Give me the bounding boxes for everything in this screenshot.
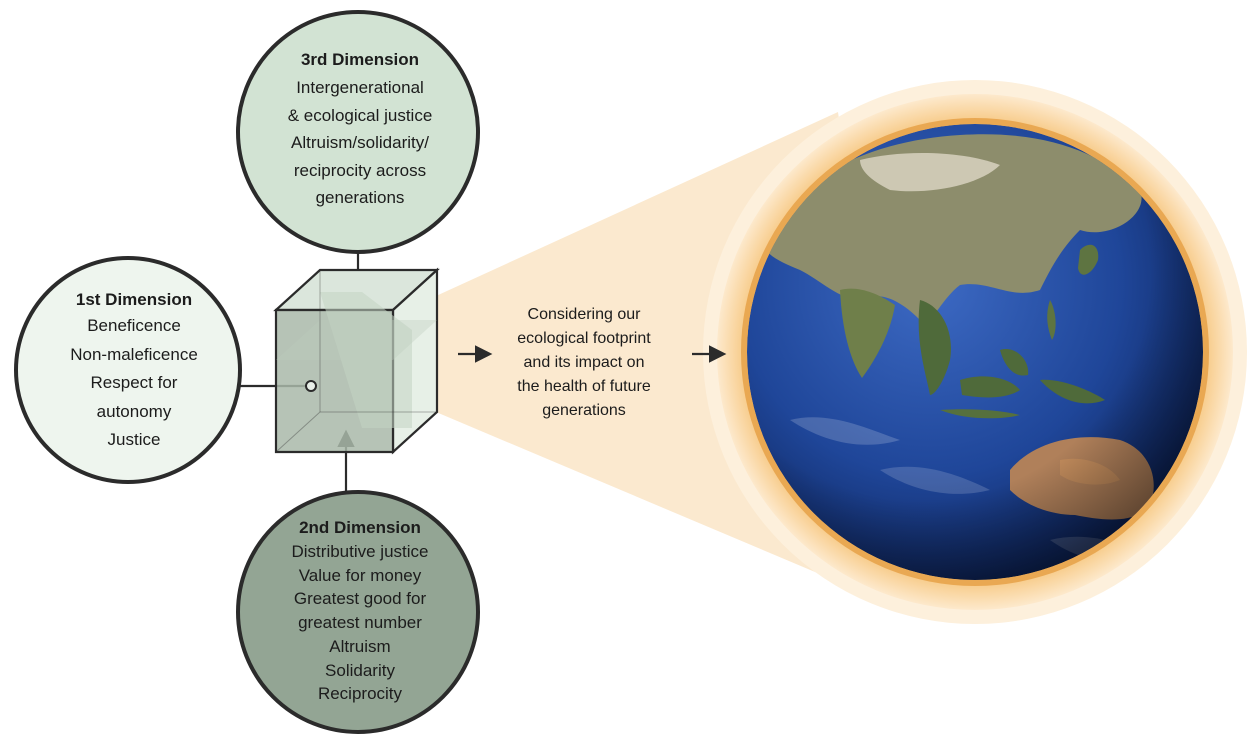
footprint-line: the health of future xyxy=(517,378,651,395)
dimension-first-line: Justice xyxy=(107,430,161,449)
cube-anchor-dot xyxy=(305,380,317,392)
dimension-third-line: Altruism/solidarity/ xyxy=(291,133,429,152)
dimension-second-line: Distributive justice xyxy=(291,542,429,561)
dimension-second-circle xyxy=(236,490,480,734)
dimension-second-line: Altruism xyxy=(329,636,391,656)
dimension-third-line: Intergenerational xyxy=(296,78,424,97)
ethics-cube xyxy=(273,267,440,455)
dimension-third-line: & ecological justice xyxy=(287,105,433,125)
dimension-first-text: 1st Dimension Beneficence Non-maleficenc… xyxy=(18,288,250,455)
ecological-footprint-text: Considering our ecological footprint and… xyxy=(486,303,682,423)
dimension-third-circle xyxy=(236,10,480,254)
dimension-second-line: greatest number xyxy=(298,613,422,633)
footprint-line: Considering our xyxy=(527,306,641,323)
dimension-second-line: Greatest good for xyxy=(293,589,427,609)
dimension-third-line: reciprocity across xyxy=(293,160,427,180)
dimension-first-title: 1st Dimension xyxy=(75,290,193,309)
dimension-first-line: Beneficence xyxy=(87,316,181,335)
dimension-first-line: autonomy xyxy=(96,401,172,421)
dimension-first-line: Non-maleficence xyxy=(70,344,198,364)
footprint-line: and its impact on xyxy=(523,354,645,371)
dimension-third-line: generations xyxy=(315,188,405,207)
dimension-second-line: Reciprocity xyxy=(317,684,403,704)
dimension-third-title: 3rd Dimension xyxy=(300,50,420,69)
dimension-second-title: 2nd Dimension xyxy=(299,518,421,537)
earth-globe-icon xyxy=(747,124,1203,580)
dimension-first-circle xyxy=(14,256,242,484)
footprint-line: generations xyxy=(542,402,626,419)
dimension-second-text: 2nd Dimension Distributive justice Value… xyxy=(240,516,480,706)
dimension-first-line: Respect for xyxy=(90,373,178,392)
dimension-second-line: Value for money xyxy=(298,565,422,585)
dimension-third-text: 3rd Dimension Intergenerational & ecolog… xyxy=(240,48,480,212)
dimension-second-line: Solidarity xyxy=(325,660,395,680)
footprint-line: ecological footprint xyxy=(517,330,651,347)
